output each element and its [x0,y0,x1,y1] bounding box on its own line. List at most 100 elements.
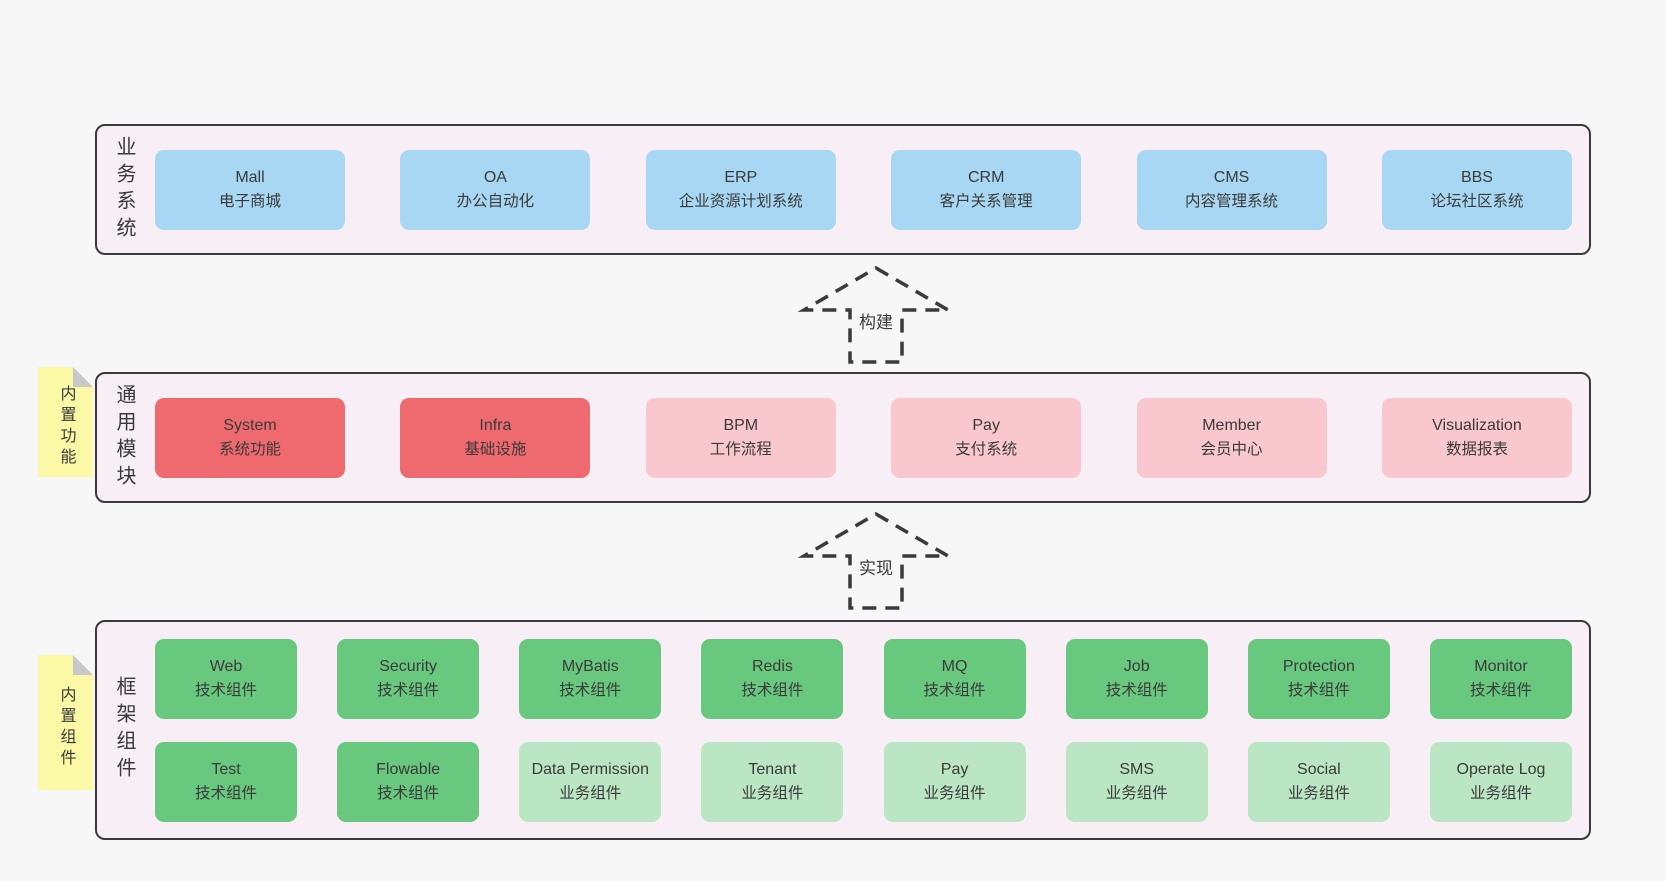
box-title: Member [1202,416,1261,434]
box-subtitle: 办公自动化 [456,192,535,210]
box-web: Web 技术组件 [155,638,297,719]
box-member: Member 会员中心 [1136,397,1327,478]
box-subtitle: 业务组件 [1469,784,1532,802]
box-title: Visualization [1432,416,1522,434]
layer-title-framework: 框架组件 [113,676,135,784]
box-subtitle: 技术组件 [923,681,986,699]
box-mall: Mall 电子商城 [155,149,345,230]
box-visualization: Visualization 数据报表 [1381,397,1572,478]
box-tenant: Tenant 业务组件 [701,741,844,822]
box-subtitle: 技术组件 [559,681,622,699]
box-title: Data Permission [531,760,649,778]
box-title: Test [211,760,241,778]
box-title: OA [483,168,507,186]
box-subtitle: 技术组件 [1469,681,1532,699]
box-mq: MQ 技术组件 [883,638,1026,719]
box-title: ERP [724,168,758,186]
box-title: Infra [479,416,512,434]
box-subtitle: 业务组件 [741,784,804,802]
box-mybatis: MyBatis 技术组件 [519,638,662,719]
box-subtitle: 技术组件 [741,681,804,699]
box-subtitle: 会员中心 [1200,440,1263,458]
box-title: Flowable [376,760,441,778]
box-subtitle: 技术组件 [377,784,440,802]
box-title: Mall [235,168,265,186]
box-security: Security 技术组件 [337,638,480,719]
box-subtitle: 内容管理系统 [1185,192,1279,210]
box-subtitle: 技术组件 [1287,681,1350,699]
box-subtitle: 业务组件 [1105,784,1168,802]
implement-arrow-label: 实现 [856,552,896,581]
box-bbs: BBS 论坛社区系统 [1381,149,1572,230]
box-subtitle: 客户关系管理 [939,192,1033,210]
box-subtitle: 数据报表 [1445,440,1508,458]
box-subtitle: 支付系统 [955,440,1018,458]
box-subtitle: 论坛社区系统 [1430,192,1524,210]
box-test: Test 技术组件 [155,741,297,822]
box-subtitle: 业务组件 [923,784,986,802]
box-subtitle: 业务组件 [559,784,622,802]
box-bpm: BPM 工作流程 [645,397,836,478]
layer-title-business: 业务系统 [113,135,135,244]
box-subtitle: 电子商城 [218,192,281,210]
box-title: Job [1123,657,1150,675]
box-flowable: Flowable 技术组件 [337,741,480,822]
box-title: BPM [723,416,759,434]
box-cms: CMS 内容管理系统 [1136,149,1327,230]
box-subtitle: 企业资源计划系统 [678,192,803,210]
box-title: MQ [941,657,968,675]
box-title: Protection [1282,657,1355,675]
box-oa: OA 办公自动化 [400,149,591,230]
box-job: Job 技术组件 [1065,638,1208,719]
box-title: BBS [1460,168,1493,186]
box-erp: ERP 企业资源计划系统 [645,149,836,230]
box-subtitle: 业务组件 [1287,784,1350,802]
sticky-note-label: 内置功能 [57,385,75,469]
box-data-permission: Data Permission 业务组件 [519,741,662,822]
box-monitor: Monitor 技术组件 [1429,638,1572,719]
box-redis: Redis 技术组件 [701,638,844,719]
box-title: Tenant [748,760,797,778]
box-subtitle: 工作流程 [709,440,772,458]
build-arrow: 构建 [791,262,961,368]
box-title: Redis [751,657,793,675]
dashed-up-arrow-icon [797,265,955,364]
box-subtitle: 技术组件 [194,681,257,699]
box-operate-log: Operate Log 业务组件 [1429,741,1572,822]
sticky-note-built-in-features: 内置功能 [38,367,93,477]
box-infra: Infra 基础设施 [400,397,591,478]
box-title: SMS [1119,760,1155,778]
layer-title-modules: 通用模块 [113,383,135,492]
box-title: Operate Log [1456,760,1546,778]
box-protection: Protection 技术组件 [1247,638,1390,719]
box-sms: SMS 业务组件 [1065,741,1208,822]
box-title: Pay [940,760,969,778]
box-subtitle: 系统功能 [218,440,281,458]
build-arrow-label: 构建 [856,306,896,335]
box-subtitle: 技术组件 [194,784,257,802]
box-pay: Pay 业务组件 [883,741,1026,822]
box-pay: Pay 支付系统 [891,397,1082,478]
sticky-note-label: 内置组件 [57,685,75,770]
box-title: MyBatis [561,657,619,675]
box-subtitle: 技术组件 [377,681,440,699]
box-title: CMS [1213,168,1250,186]
box-title: Monitor [1474,657,1528,675]
dashed-up-arrow-icon [797,511,955,610]
box-title: Web [209,657,243,675]
box-title: Pay [972,416,1000,434]
box-subtitle: 技术组件 [1105,681,1168,699]
box-subtitle: 基础设施 [464,440,527,458]
box-title: Security [379,657,438,675]
